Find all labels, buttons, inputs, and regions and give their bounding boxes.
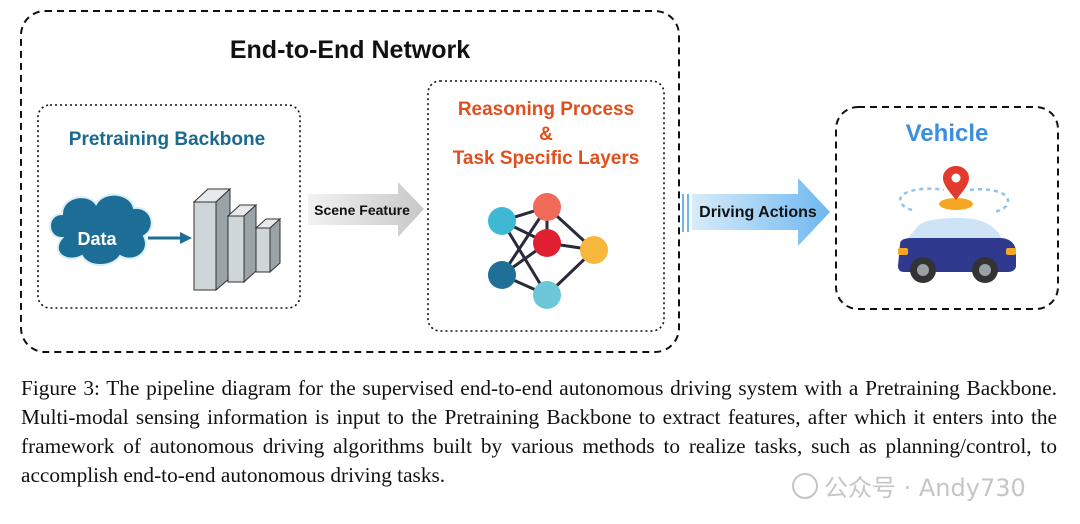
data-label: Data	[77, 229, 117, 249]
scene-feature-arrow	[308, 182, 424, 237]
nn-node-input-top	[488, 207, 516, 235]
nn-node-hidden-middle	[533, 229, 561, 257]
end-to-end-network-frame	[20, 10, 680, 353]
data-cloud-icon	[49, 193, 153, 266]
nn-node-hidden-top	[533, 193, 561, 221]
vehicle-title: Vehicle	[906, 120, 989, 147]
scene-feature-label: Scene Feature	[314, 202, 410, 218]
figure-caption: Figure 3: The pipeline diagram for the s…	[21, 376, 1057, 487]
data-arrow-icon	[148, 232, 192, 244]
car-with-location-pin-icon	[898, 166, 1016, 283]
reasoning-title-line1: Reasoning Process	[458, 99, 634, 120]
neural-network-icon	[488, 193, 608, 309]
pretraining-backbone-title: Pretraining Backbone	[69, 129, 265, 150]
driving-actions-label: Driving Actions	[699, 204, 817, 221]
network-title: End-to-End Network	[230, 36, 470, 64]
pipeline-diagram: End-to-End Network Pretraining Backbone …	[20, 10, 1059, 353]
nn-node-hidden-bottom	[533, 281, 561, 309]
nn-node-input-bottom	[488, 261, 516, 289]
nn-node-output	[580, 236, 608, 264]
reasoning-title-ampersand: &	[539, 124, 553, 145]
reasoning-title-line3: Task Specific Layers	[453, 148, 640, 169]
driving-actions-arrow	[682, 178, 830, 246]
reasoning-box	[427, 80, 665, 332]
vehicle-box	[835, 106, 1059, 310]
backbone-layers-icon	[192, 187, 282, 292]
pretraining-backbone-box	[37, 104, 301, 309]
